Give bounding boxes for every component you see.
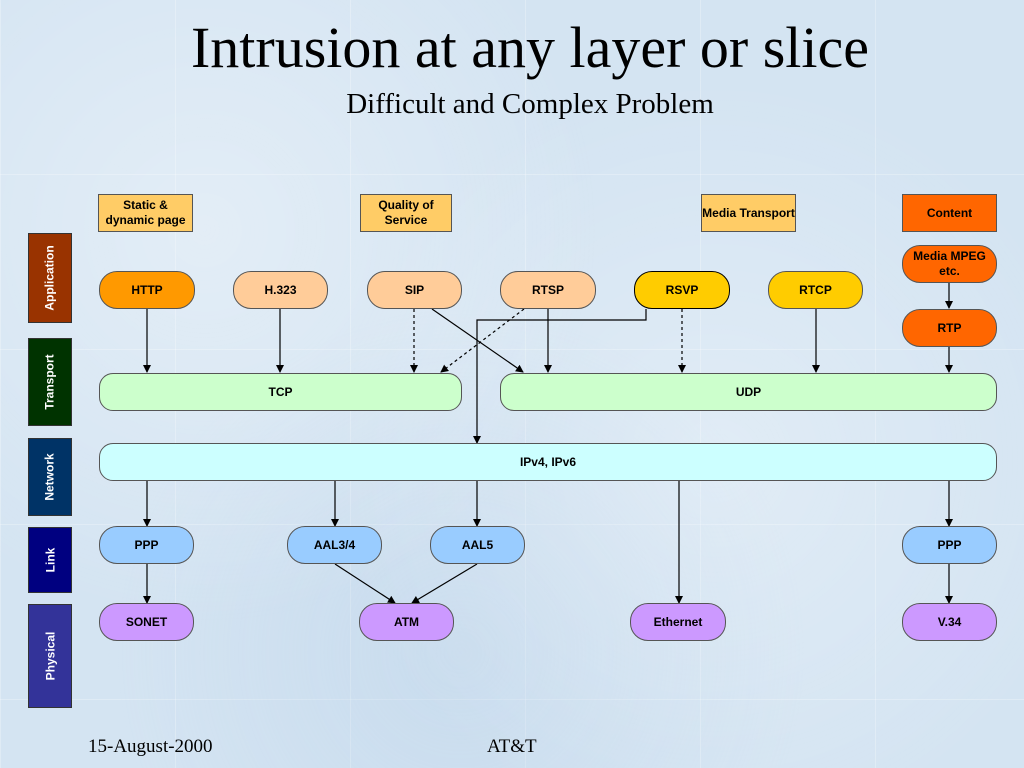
page-title: Intrusion at any layer or slice (190, 15, 870, 80)
protocol-rtcp: RTCP (768, 271, 863, 309)
protocol-rtp: RTP (902, 309, 997, 347)
category-quality-of-service: Quality of Service (360, 194, 452, 232)
layer-application: Application (28, 233, 72, 323)
protocol-ppp-left: PPP (99, 526, 194, 564)
protocol-tcp: TCP (99, 373, 462, 411)
protocol-v34: V.34 (902, 603, 997, 641)
protocol-sonet: SONET (99, 603, 194, 641)
protocol-h323: H.323 (233, 271, 328, 309)
footer-company: AT&T (487, 736, 537, 757)
protocol-rtsp: RTSP (500, 271, 596, 309)
protocol-ip: IPv4, IPv6 (99, 443, 997, 481)
protocol-udp: UDP (500, 373, 997, 411)
layer-network: Network (28, 438, 72, 516)
layer-physical: Physical (28, 604, 72, 708)
protocol-ethernet: Ethernet (630, 603, 726, 641)
protocol-aal5: AAL5 (430, 526, 525, 564)
layer-link: Link (28, 527, 72, 593)
category-static-dynamic-page: Static & dynamic page (98, 194, 193, 232)
protocol-atm: ATM (359, 603, 454, 641)
category-content: Content (902, 194, 997, 232)
protocol-rsvp: RSVP (634, 271, 730, 309)
protocol-http: HTTP (99, 271, 195, 309)
page-subtitle: Difficult and Complex Problem (346, 88, 714, 120)
protocol-sip: SIP (367, 271, 462, 309)
layer-transport: Transport (28, 338, 72, 426)
protocol-media-mpeg: Media MPEG etc. (902, 245, 997, 283)
protocol-aal34: AAL3/4 (287, 526, 382, 564)
category-media-transport: Media Transport (701, 194, 796, 232)
footer-date: 15-August-2000 (88, 736, 213, 757)
protocol-ppp-right: PPP (902, 526, 997, 564)
